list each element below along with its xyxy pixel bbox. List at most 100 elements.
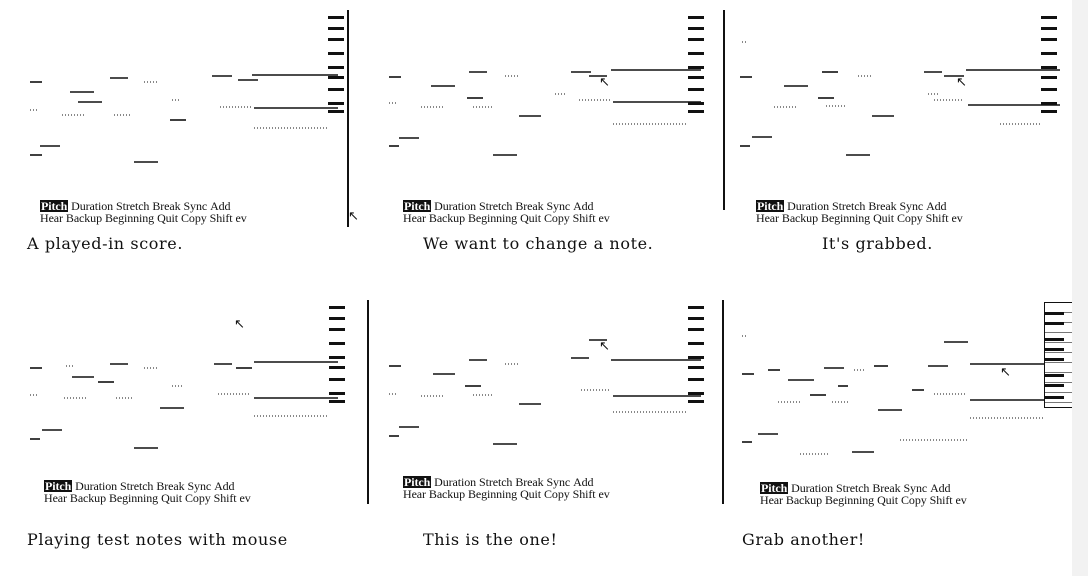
- score-canvas[interactable]: [22, 10, 362, 235]
- menu-item-hear[interactable]: Hear: [756, 211, 779, 225]
- menu-item-add[interactable]: Add: [573, 475, 594, 489]
- menu-item-sync[interactable]: Sync: [899, 199, 924, 213]
- menu-item-shift[interactable]: Shift: [213, 491, 237, 505]
- menu-item-hear[interactable]: Hear: [403, 487, 426, 501]
- menu-item-break[interactable]: Break: [515, 199, 544, 213]
- menu-item-pitch[interactable]: Pitch: [760, 481, 789, 495]
- menu-item-duration[interactable]: Duration: [71, 199, 114, 213]
- menu-item-break[interactable]: Break: [872, 481, 901, 495]
- menu-item-copy[interactable]: Copy: [897, 211, 923, 225]
- menu-item-quit[interactable]: Quit: [157, 211, 179, 225]
- menu-item-stretch[interactable]: Stretch: [116, 199, 150, 213]
- menu-item-backup[interactable]: Backup: [428, 211, 465, 225]
- menu-item-copy[interactable]: Copy: [181, 211, 207, 225]
- menu-item-stretch[interactable]: Stretch: [836, 481, 870, 495]
- caption-6: Grab another!: [742, 530, 865, 549]
- menu-item-sync[interactable]: Sync: [187, 479, 212, 493]
- menu-item-stretch[interactable]: Stretch: [120, 479, 154, 493]
- menu-item-sync[interactable]: Sync: [183, 199, 208, 213]
- menu-item-copy[interactable]: Copy: [544, 211, 570, 225]
- menu-item-ev[interactable]: ev: [235, 211, 247, 225]
- menu-item-copy[interactable]: Copy: [901, 493, 927, 507]
- menu-item-break[interactable]: Break: [515, 475, 544, 489]
- menu-item-pitch[interactable]: Pitch: [403, 199, 432, 213]
- menu-item-pitch[interactable]: Pitch: [40, 199, 69, 213]
- menu-item-beginning[interactable]: Beginning: [108, 491, 159, 505]
- menu-item-duration[interactable]: Duration: [791, 481, 834, 495]
- menu-item-shift[interactable]: Shift: [572, 487, 596, 501]
- menu-item-shift[interactable]: Shift: [572, 211, 596, 225]
- menu-item-quit[interactable]: Quit: [520, 487, 542, 501]
- menu-item-backup[interactable]: Backup: [781, 211, 818, 225]
- scrollbar[interactable]: [347, 10, 349, 227]
- menu-item-stretch[interactable]: Stretch: [479, 475, 513, 489]
- menu-item-hear[interactable]: Hear: [403, 211, 426, 225]
- menu-item-hear[interactable]: Hear: [40, 211, 63, 225]
- scrollbar[interactable]: [367, 300, 369, 504]
- menu-item-backup[interactable]: Backup: [69, 491, 106, 505]
- menu-item-pitch[interactable]: Pitch: [44, 479, 73, 493]
- menu-item-beginning[interactable]: Beginning: [467, 211, 518, 225]
- menu-item-duration[interactable]: Duration: [434, 475, 477, 489]
- menu-item-ev[interactable]: ev: [955, 493, 967, 507]
- menu-item-shift[interactable]: Shift: [209, 211, 233, 225]
- score-canvas[interactable]: [22, 300, 362, 525]
- menu-item-break[interactable]: Break: [152, 199, 181, 213]
- menu-item-beginning[interactable]: Beginning: [467, 487, 518, 501]
- menu-item-duration[interactable]: Duration: [75, 479, 118, 493]
- menu-item-quit[interactable]: Quit: [873, 211, 895, 225]
- menu-item-add[interactable]: Add: [214, 479, 235, 493]
- menu-item-add[interactable]: Add: [930, 481, 951, 495]
- caption-5: This is the one!: [423, 530, 558, 549]
- menu-item-backup[interactable]: Backup: [785, 493, 822, 507]
- menu-item-sync[interactable]: Sync: [546, 475, 571, 489]
- menu-item-beginning[interactable]: Beginning: [820, 211, 871, 225]
- menu-item-add[interactable]: Add: [573, 199, 594, 213]
- arrow-cursor-icon: ↖: [1000, 365, 1011, 380]
- menu-item-ev[interactable]: ev: [598, 211, 610, 225]
- scrollbar[interactable]: [723, 10, 725, 210]
- menu-item-beginning[interactable]: Beginning: [824, 493, 875, 507]
- menu-item-hear[interactable]: Hear: [44, 491, 67, 505]
- menu-item-stretch[interactable]: Stretch: [832, 199, 866, 213]
- menu-item-add[interactable]: Add: [210, 199, 231, 213]
- menu-item-duration[interactable]: Duration: [434, 199, 477, 213]
- menu-item-sync[interactable]: Sync: [903, 481, 928, 495]
- menu-item-backup[interactable]: Backup: [65, 211, 102, 225]
- menu-item-backup[interactable]: Backup: [428, 487, 465, 501]
- menu-item-quit[interactable]: Quit: [877, 493, 899, 507]
- menu-item-quit[interactable]: Quit: [161, 491, 183, 505]
- scrollbar[interactable]: [722, 300, 724, 504]
- menu-item-break[interactable]: Break: [868, 199, 897, 213]
- score-canvas[interactable]: [738, 300, 1078, 525]
- menu-item-shift[interactable]: Shift: [929, 493, 953, 507]
- menu-item-sync[interactable]: Sync: [546, 199, 571, 213]
- caption-3: It's grabbed.: [822, 234, 933, 253]
- menu-item-copy[interactable]: Copy: [185, 491, 211, 505]
- menu-item-pitch[interactable]: Pitch: [403, 475, 432, 489]
- menu-item-duration[interactable]: Duration: [787, 199, 830, 213]
- menu-item-pitch[interactable]: Pitch: [756, 199, 785, 213]
- menu-item-beginning[interactable]: Beginning: [104, 211, 155, 225]
- score-canvas[interactable]: [738, 10, 1078, 235]
- score-canvas[interactable]: [385, 300, 725, 525]
- menu-item-ev[interactable]: ev: [951, 211, 963, 225]
- arrow-cursor-icon: ↖: [956, 75, 967, 90]
- menu-item-hear[interactable]: Hear: [760, 493, 783, 507]
- menu-item-ev[interactable]: ev: [598, 487, 610, 501]
- menu-item-add[interactable]: Add: [926, 199, 947, 213]
- menu-item-stretch[interactable]: Stretch: [479, 199, 513, 213]
- score-canvas[interactable]: [385, 10, 725, 235]
- menu-item-quit[interactable]: Quit: [520, 211, 542, 225]
- menu-item-shift[interactable]: Shift: [925, 211, 949, 225]
- menu-item-copy[interactable]: Copy: [544, 487, 570, 501]
- menu-item-ev[interactable]: ev: [239, 491, 251, 505]
- menu-item-break[interactable]: Break: [156, 479, 185, 493]
